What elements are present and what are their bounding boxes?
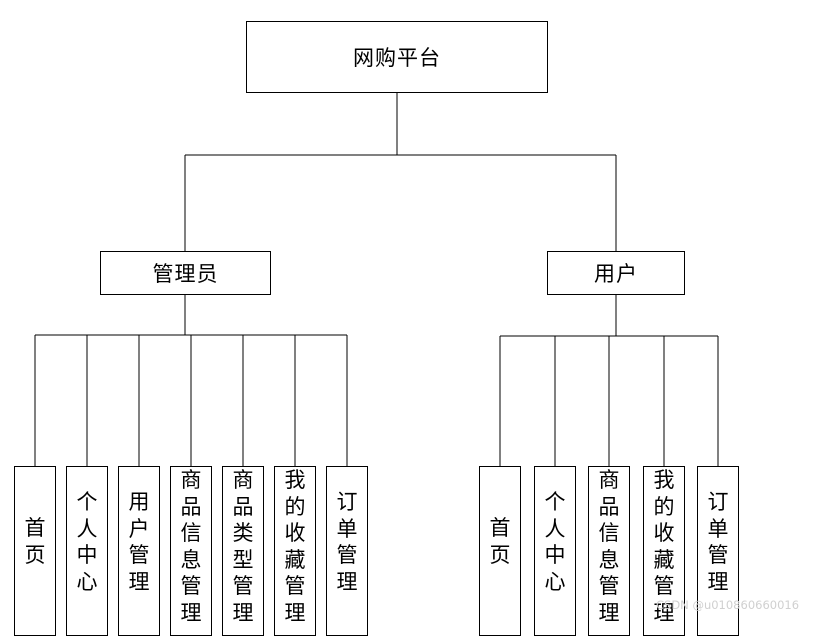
user-child-product-info-mgmt: 商品信息管理	[588, 466, 630, 636]
user-child-label: 订单管理	[707, 490, 729, 594]
user-child-favorites-mgmt: 我的收藏管理	[643, 466, 685, 636]
user-child-label: 首页	[489, 516, 511, 567]
admin-node: 管理员	[100, 251, 271, 295]
root-node-label: 网购平台	[353, 46, 441, 70]
user-child-order-mgmt: 订单管理	[697, 466, 739, 636]
admin-child-label: 用户管理	[128, 490, 150, 594]
user-node-label: 用户	[594, 262, 638, 286]
user-child-label: 我的收藏管理	[653, 468, 675, 625]
user-child-label: 个人中心	[544, 490, 566, 594]
admin-node-label: 管理员	[152, 262, 219, 286]
admin-child-product-type-mgmt: 商品类型管理	[222, 466, 264, 636]
admin-child-label: 首页	[24, 516, 46, 567]
root-node: 网购平台	[246, 21, 548, 93]
admin-child-label: 订单管理	[336, 490, 358, 594]
admin-child-label: 个人中心	[76, 490, 98, 594]
admin-child-user-mgmt: 用户管理	[118, 466, 160, 636]
admin-child-profile: 个人中心	[66, 466, 108, 636]
user-child-label: 商品信息管理	[598, 468, 620, 625]
user-node: 用户	[547, 251, 685, 295]
connector-lines	[34, 93, 719, 467]
watermark-text: CSDN @u010860660016	[656, 598, 800, 612]
admin-child-label: 商品信息管理	[180, 468, 202, 625]
admin-child-product-info-mgmt: 商品信息管理	[170, 466, 212, 636]
admin-child-favorites-mgmt: 我的收藏管理	[274, 466, 316, 636]
admin-child-home: 首页	[14, 466, 56, 636]
admin-child-label: 我的收藏管理	[284, 468, 306, 625]
user-child-home: 首页	[479, 466, 521, 636]
admin-child-label: 商品类型管理	[232, 468, 254, 625]
user-child-profile: 个人中心	[534, 466, 576, 636]
admin-child-order-mgmt: 订单管理	[326, 466, 368, 636]
